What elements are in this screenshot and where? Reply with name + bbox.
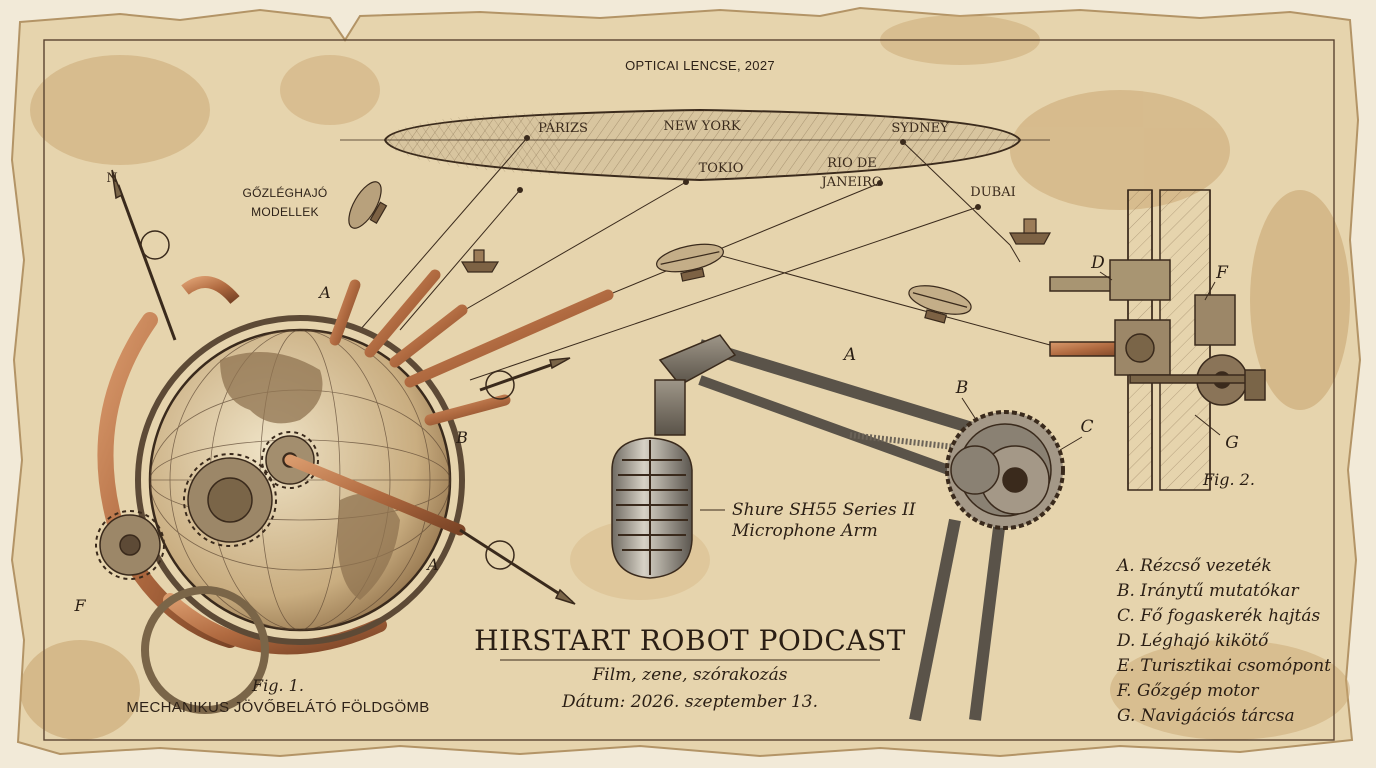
city-label-paris: PÁRIZS <box>538 120 588 136</box>
fig1-label: Fig. 1. <box>251 676 304 695</box>
mechanical-globe <box>95 169 614 714</box>
airship-models-label-2: MODELLEK <box>251 205 319 219</box>
frame-border <box>43 39 1335 741</box>
airship-models-label-1: GŐZLÉGHAJÓ <box>242 185 327 200</box>
lens-title: OPTICAI LENCSE, 2027 <box>625 58 775 73</box>
podcast-date: Dátum: 2026. szeptember 13. <box>561 692 818 712</box>
fig2-marker-f: F <box>1215 263 1229 283</box>
airship-dock-mechanism <box>1049 189 1266 491</box>
city-label-new-york: NEW YORK <box>663 119 740 134</box>
legend-item: B. Iránytű mutatókar <box>1116 581 1300 601</box>
fig2-leaders <box>1099 271 1221 436</box>
legend-item: F. Gőzgép motor <box>1116 681 1259 701</box>
fig1-marker-a: A <box>317 283 331 302</box>
fig2-marker-g: G <box>1225 433 1239 453</box>
mic-marker-b: B <box>955 378 969 398</box>
legend-item: E. Turisztikai csomópont <box>1116 656 1331 676</box>
airship-models <box>348 181 1052 324</box>
city-label-rio-line1: RIO DE <box>827 156 877 171</box>
fig2-label: Fig. 2. <box>1202 470 1255 489</box>
mic-leader-b <box>961 397 976 419</box>
compass-north-label: N <box>106 171 117 186</box>
optical-lens <box>340 108 1050 210</box>
parts-legend: A. Rézcső vezeték B. Iránytű mutatókar C… <box>1115 556 1331 726</box>
mic-marker-c: C <box>1080 417 1093 437</box>
fig2-marker-d: D <box>1090 253 1105 273</box>
podcast-title: HIRSTART ROBOT PODCAST <box>474 624 906 657</box>
city-label-tokio: TOKIO <box>699 161 744 176</box>
fig1-marker-f: F <box>73 596 86 615</box>
city-label-rio-line2: JANEIRO <box>819 175 882 190</box>
mic-label-line1: Shure SH55 Series II <box>732 500 916 520</box>
fig1-title: MECHANIKUS JÖVŐBELÁTÓ FÖLDGÖMB <box>126 698 429 716</box>
mic-leader-c <box>1059 436 1083 451</box>
legend-item: C. Fő fogaskerék hajtás <box>1117 606 1320 626</box>
legend-item: A. Rézcső vezeték <box>1115 556 1272 576</box>
fig1-marker-b: B <box>455 428 468 447</box>
podcast-subtitle: Film, zene, szórakozás <box>592 665 788 685</box>
fig1-marker-a2: A <box>425 555 439 574</box>
city-label-sydney: SYDNEY <box>891 121 949 136</box>
legend-item: D. Léghajó kikötő <box>1116 631 1269 651</box>
city-label-dubai: DUBAI <box>970 185 1015 200</box>
microphone-arm <box>611 334 1065 722</box>
legend-item: G. Navigációs tárcsa <box>1117 706 1295 726</box>
mic-label-line2: Microphone Arm <box>731 521 878 541</box>
mic-marker-a: A <box>842 345 856 365</box>
